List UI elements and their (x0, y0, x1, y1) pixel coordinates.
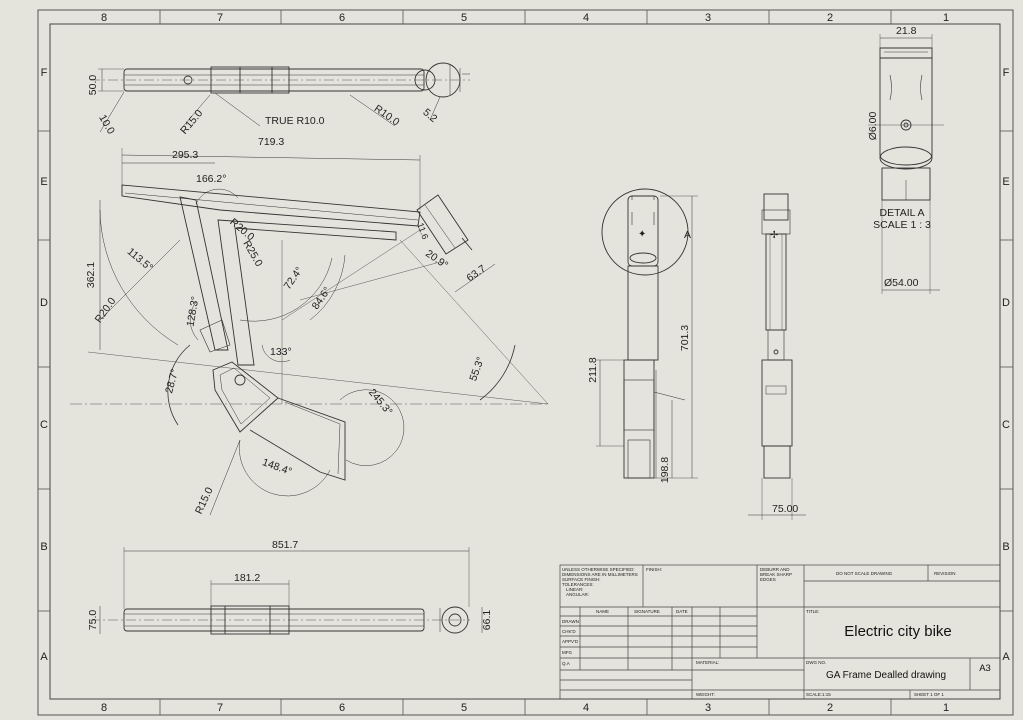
title-block (559, 564, 1001, 700)
svg-text:UNLESS OTHERWISE SPECIFIED:: UNLESS OTHERWISE SPECIFIED: (562, 567, 635, 572)
zone-col-bottom: 2 (827, 702, 833, 714)
title-block-row: MFG (562, 650, 572, 655)
drawing-number: GA Frame Dealled drawing (826, 670, 946, 681)
zone-col-bottom: 5 (461, 702, 467, 714)
svg-text:LINEAR:: LINEAR: (566, 587, 584, 592)
title-block-row: CHK'D (562, 629, 576, 634)
dim-bottom-181: 181.2 (234, 572, 260, 584)
sheet-size: A3 (979, 663, 991, 674)
title-block-col-name: NAME (596, 609, 609, 614)
dim-side-362: 362.1 (85, 262, 97, 288)
zone-row-right: D (1002, 297, 1010, 309)
zone-col-top: 5 (461, 12, 467, 24)
zone-col-top: 3 (705, 12, 711, 24)
svg-text:ANGULAR:: ANGULAR: (566, 592, 589, 597)
dim-side-133: 133° (270, 346, 292, 358)
side-view[interactable] (70, 148, 549, 516)
end-view[interactable] (748, 193, 806, 520)
dim-side-128: 128.3° (184, 295, 201, 327)
dim-side-166: 166.2° (196, 173, 226, 185)
zone-row-left: F (41, 67, 48, 79)
zone-row-right: F (1003, 67, 1010, 79)
zone-col-bottom: 8 (101, 702, 107, 714)
title-block-deburr: BREAK SHARP (760, 572, 792, 577)
zone-col-top: 1 (943, 12, 949, 24)
zone-col-top: 7 (217, 12, 223, 24)
title-block-col-signature: SIGNATURE (634, 609, 660, 614)
dim-detail-d6: Ø6.00 (867, 112, 879, 141)
dim-bottom-851: 851.7 (272, 539, 298, 551)
title-block-deburr: EDGES (760, 577, 776, 582)
zone-row-right: C (1002, 419, 1010, 431)
dim-detail-21: 21.8 (896, 25, 917, 37)
dim-top-height: 50.0 (87, 75, 99, 96)
title-block-sheet: SHEET 1 OF 1 (914, 692, 944, 697)
top-view[interactable] (90, 62, 470, 133)
drawing-title: Electric city bike (844, 623, 952, 640)
dim-front-211: 211.8 (587, 357, 599, 383)
zone-col-bottom: 7 (217, 702, 223, 714)
zone-row-left: C (40, 419, 48, 431)
dim-end-75: 75.00 (772, 503, 798, 515)
zone-row-left: A (40, 651, 48, 663)
title-block-scale: SCALE:1:15 (806, 692, 831, 697)
front-view-star-icon: ✦ (638, 229, 646, 240)
front-detail-label: A (684, 229, 691, 241)
zone-col-bottom: 1 (943, 702, 949, 714)
zone-labels: 8 7 6 5 4 3 2 1 8 7 6 5 4 3 2 1 F E D C … (40, 12, 1010, 714)
zone-row-right: A (1002, 651, 1010, 663)
detail-a-label: DETAIL A (880, 207, 925, 219)
zone-col-top: 4 (583, 12, 589, 24)
dim-front-198: 198.8 (659, 457, 671, 483)
outer-border (37, 9, 1014, 716)
dim-detail-d54: Ø54.00 (884, 277, 919, 289)
title-block-row: Q.A (562, 661, 570, 666)
svg-text:DIMENSIONS ARE IN MILLIMETERS: DIMENSIONS ARE IN MILLIMETERS (562, 572, 638, 577)
zone-col-top: 2 (827, 12, 833, 24)
dim-bottom-66: 66.1 (481, 610, 493, 631)
zone-row-right: E (1002, 176, 1009, 188)
dim-bottom-75: 75.0 (87, 610, 99, 631)
zone-col-bottom: 3 (705, 702, 711, 714)
title-block-revision: REVISION (934, 571, 956, 576)
detail-a-view[interactable] (868, 34, 944, 294)
zone-col-top: 8 (101, 12, 107, 24)
bottom-view[interactable] (90, 547, 483, 635)
detail-a-scale: SCALE 1 : 3 (873, 219, 931, 231)
title-block-material: MATERIAL: (696, 660, 719, 665)
title-block-do-not-scale: DO NOT SCALE DRAWING (836, 571, 893, 576)
title-block-dwg-no-label: DWG NO. (806, 660, 826, 665)
svg-text:TOLERANCES:: TOLERANCES: (562, 582, 594, 587)
end-view-crosshair-icon: ✢ (770, 230, 778, 241)
zone-row-left: D (40, 297, 48, 309)
dim-front-701: 701.3 (679, 325, 691, 351)
zone-row-right: B (1002, 541, 1009, 553)
zone-col-bottom: 4 (583, 702, 589, 714)
title-block-row: DRAWN (562, 619, 579, 624)
zone-row-left: B (40, 541, 47, 553)
dim-side-719: 719.3 (258, 136, 284, 148)
zone-col-bottom: 6 (339, 702, 345, 714)
dim-side-295: 295.3 (172, 149, 198, 161)
title-block-finish: FINISH: (646, 567, 662, 572)
title-block-title-label: TITLE: (806, 609, 820, 614)
front-view[interactable] (596, 188, 698, 479)
dim-top-true-r10: TRUE R10.0 (265, 115, 325, 127)
title-block-row: APPV'D (562, 639, 579, 644)
title-block-weight: WEIGHT: (696, 692, 715, 697)
title-block-notes: UNLESS OTHERWISE SPECIFIED: DIMENSIONS A… (562, 567, 638, 597)
zone-col-top: 6 (339, 12, 345, 24)
zone-row-left: E (40, 176, 47, 188)
title-block-col-date: DATE (676, 609, 688, 614)
svg-text:SURFACE FINISH:: SURFACE FINISH: (562, 577, 601, 582)
title-block-deburr: DEBURR AND (760, 567, 790, 572)
